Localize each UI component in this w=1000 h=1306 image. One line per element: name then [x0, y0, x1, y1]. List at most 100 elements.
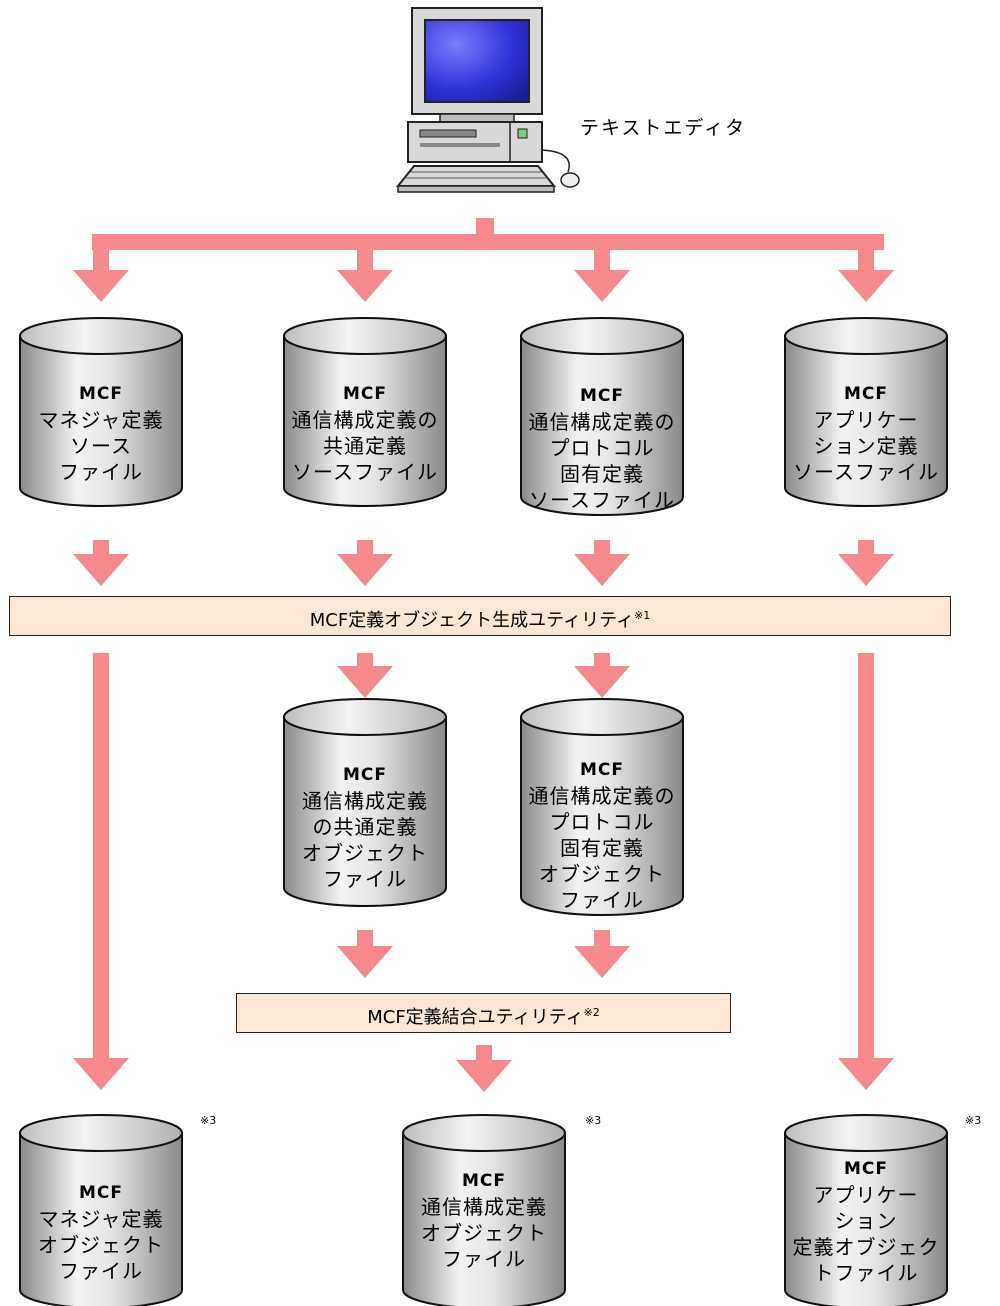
output-label-communication: MCF 通信構成定義 オブジェクト ファイル: [403, 1168, 565, 1272]
source-cylinder-manager: [19, 317, 183, 507]
source-cylinder-protocol-top: [520, 317, 684, 355]
to-source-arrow-3-head: [838, 270, 894, 302]
output-cylinder-communication: [402, 1114, 566, 1306]
combine-output-arrow-shaft: [476, 1045, 492, 1060]
intermediate-cylinder-protocol: [520, 698, 684, 916]
source-line: ソースファイル: [529, 488, 675, 512]
intermediate-label-protocol: MCF 通信構成定義の プロトコル 固有定義 オブジェクト ファイル: [521, 757, 683, 913]
computer-icon: [395, 7, 580, 193]
output-cylinder-application-body: [784, 1132, 948, 1306]
combine-utility-label: MCF定義結合ユティリティ: [367, 1007, 584, 1028]
to-generate-arrow-2-head: [574, 554, 630, 586]
source-line: ファイル: [59, 460, 143, 484]
intermediate-line: プロトコル: [549, 810, 655, 834]
intermediate-cylinder-protocol-body: [520, 716, 684, 916]
to-source-arrow-1-shaft: [357, 248, 373, 270]
output-line: 通信構成定義: [421, 1195, 547, 1219]
to-generate-arrow-1-shaft: [357, 540, 373, 554]
output-line: アプリケー: [813, 1183, 919, 1207]
intermediate-cylinder-common: [283, 698, 447, 907]
to-generate-arrow-2-shaft: [594, 540, 610, 554]
output-cylinder-application-top: [784, 1114, 948, 1152]
to-intermediate-arrow-1-head: [574, 666, 630, 698]
combine-utility-box: MCF定義結合ユティリティ※2: [236, 993, 731, 1033]
source-line: ソースファイル: [292, 460, 438, 484]
to-source-arrow-2-head: [574, 270, 630, 302]
output-label-manager: MCF マネジャ定義 オブジェクト ファイル: [20, 1180, 182, 1284]
to-source-arrow-3-shaft: [858, 248, 874, 270]
output-line: ファイル: [59, 1259, 143, 1283]
to-source-arrow-0-shaft: [93, 248, 109, 270]
intermediate-line: ファイル: [323, 867, 407, 891]
output-cylinder-communication-body: [402, 1132, 566, 1306]
manager-output-arrow-shaft: [93, 653, 109, 1058]
intermediate-line: オブジェクト: [539, 862, 665, 886]
to-intermediate-arrow-1-shaft: [594, 653, 610, 666]
to-combine-arrow-1-head: [574, 946, 630, 978]
to-source-arrow-0-head: [73, 270, 129, 302]
to-combine-arrow-1-shaft: [594, 930, 610, 946]
to-generate-arrow-3-head: [838, 554, 894, 586]
application-output-arrow-shaft: [858, 653, 874, 1058]
source-line: ソース: [70, 434, 132, 458]
source-cylinder-protocol-body: [520, 335, 684, 516]
source-title: MCF: [579, 386, 624, 406]
source-cylinder-common-body: [283, 335, 447, 507]
source-cylinder-manager-body: [19, 335, 183, 507]
intermediate-line: 通信構成定義の: [528, 784, 676, 808]
to-generate-arrow-0-head: [73, 554, 129, 586]
source-title: MCF: [342, 384, 387, 404]
intermediate-line: の共通定義: [312, 815, 418, 839]
output-note-communication: ※3: [585, 1114, 602, 1127]
source-cylinder-common: [283, 317, 447, 507]
to-intermediate-arrow-0-shaft: [357, 653, 373, 666]
to-source-arrow-1-head: [337, 270, 393, 302]
intermediate-label-common: MCF 通信構成定義 の共通定義 オブジェクト ファイル: [284, 762, 446, 892]
combine-utility-note: ※2: [583, 1006, 600, 1019]
output-cylinder-manager-top: [19, 1114, 183, 1152]
output-line: マネジャ定義: [38, 1207, 164, 1231]
to-generate-arrow-1-head: [337, 554, 393, 586]
intermediate-cylinder-common-top: [283, 698, 447, 736]
source-cylinder-manager-top: [19, 317, 183, 355]
source-line: 共通定義: [323, 434, 407, 458]
output-note-application: ※3: [965, 1114, 982, 1127]
intermediate-cylinder-protocol-top: [520, 698, 684, 736]
generate-utility-label: MCF定義オブジェクト生成ユティリティ: [309, 610, 635, 631]
source-label-common: MCF 通信構成定義の 共通定義 ソースファイル: [284, 381, 446, 485]
output-line: オブジェクト: [38, 1233, 164, 1257]
intermediate-title: MCF: [342, 765, 387, 785]
source-title: MCF: [843, 384, 888, 404]
flow-arrows: [73, 218, 894, 1092]
source-cylinder-application: [784, 317, 948, 507]
to-combine-arrow-0-shaft: [357, 930, 373, 946]
generate-utility-note: ※1: [634, 609, 651, 622]
file-cylinders: [19, 317, 948, 1306]
output-line: オブジェクト: [421, 1221, 547, 1245]
source-line: アプリケー: [813, 408, 919, 432]
output-line: 定義オブジェク: [792, 1235, 940, 1259]
output-title: MCF: [461, 1171, 506, 1191]
application-output-arrow-head: [838, 1058, 894, 1090]
to-combine-arrow-0-head: [337, 946, 393, 978]
source-label-application: MCF アプリケー ション定義 ソースファイル: [785, 381, 947, 485]
to-intermediate-arrow-0-head: [337, 666, 393, 698]
source-line: マネジャ定義: [38, 408, 164, 432]
source-cylinder-application-top: [784, 317, 948, 355]
to-generate-arrow-0-shaft: [93, 540, 109, 554]
text-editor-label: テキストエディタ: [580, 117, 747, 139]
to-source-arrow-2-shaft: [594, 248, 610, 270]
output-cylinder-communication-top: [402, 1114, 566, 1152]
intermediate-line: ファイル: [560, 888, 644, 912]
generate-utility-box: MCF定義オブジェクト生成ユティリティ※1: [9, 596, 951, 636]
output-cylinder-manager-body: [19, 1132, 183, 1306]
source-label-protocol: MCF 通信構成定義の プロトコル 固有定義 ソースファイル: [521, 383, 683, 513]
output-label-application: MCF アプリケー ション 定義オブジェク トファイル: [785, 1156, 947, 1286]
output-title: MCF: [843, 1159, 888, 1179]
source-cylinder-common-top: [283, 317, 447, 355]
intermediate-line: 通信構成定義: [302, 789, 428, 813]
manager-output-arrow-head: [73, 1058, 129, 1090]
output-line: トファイル: [813, 1261, 919, 1285]
output-note-manager: ※3: [200, 1114, 217, 1127]
